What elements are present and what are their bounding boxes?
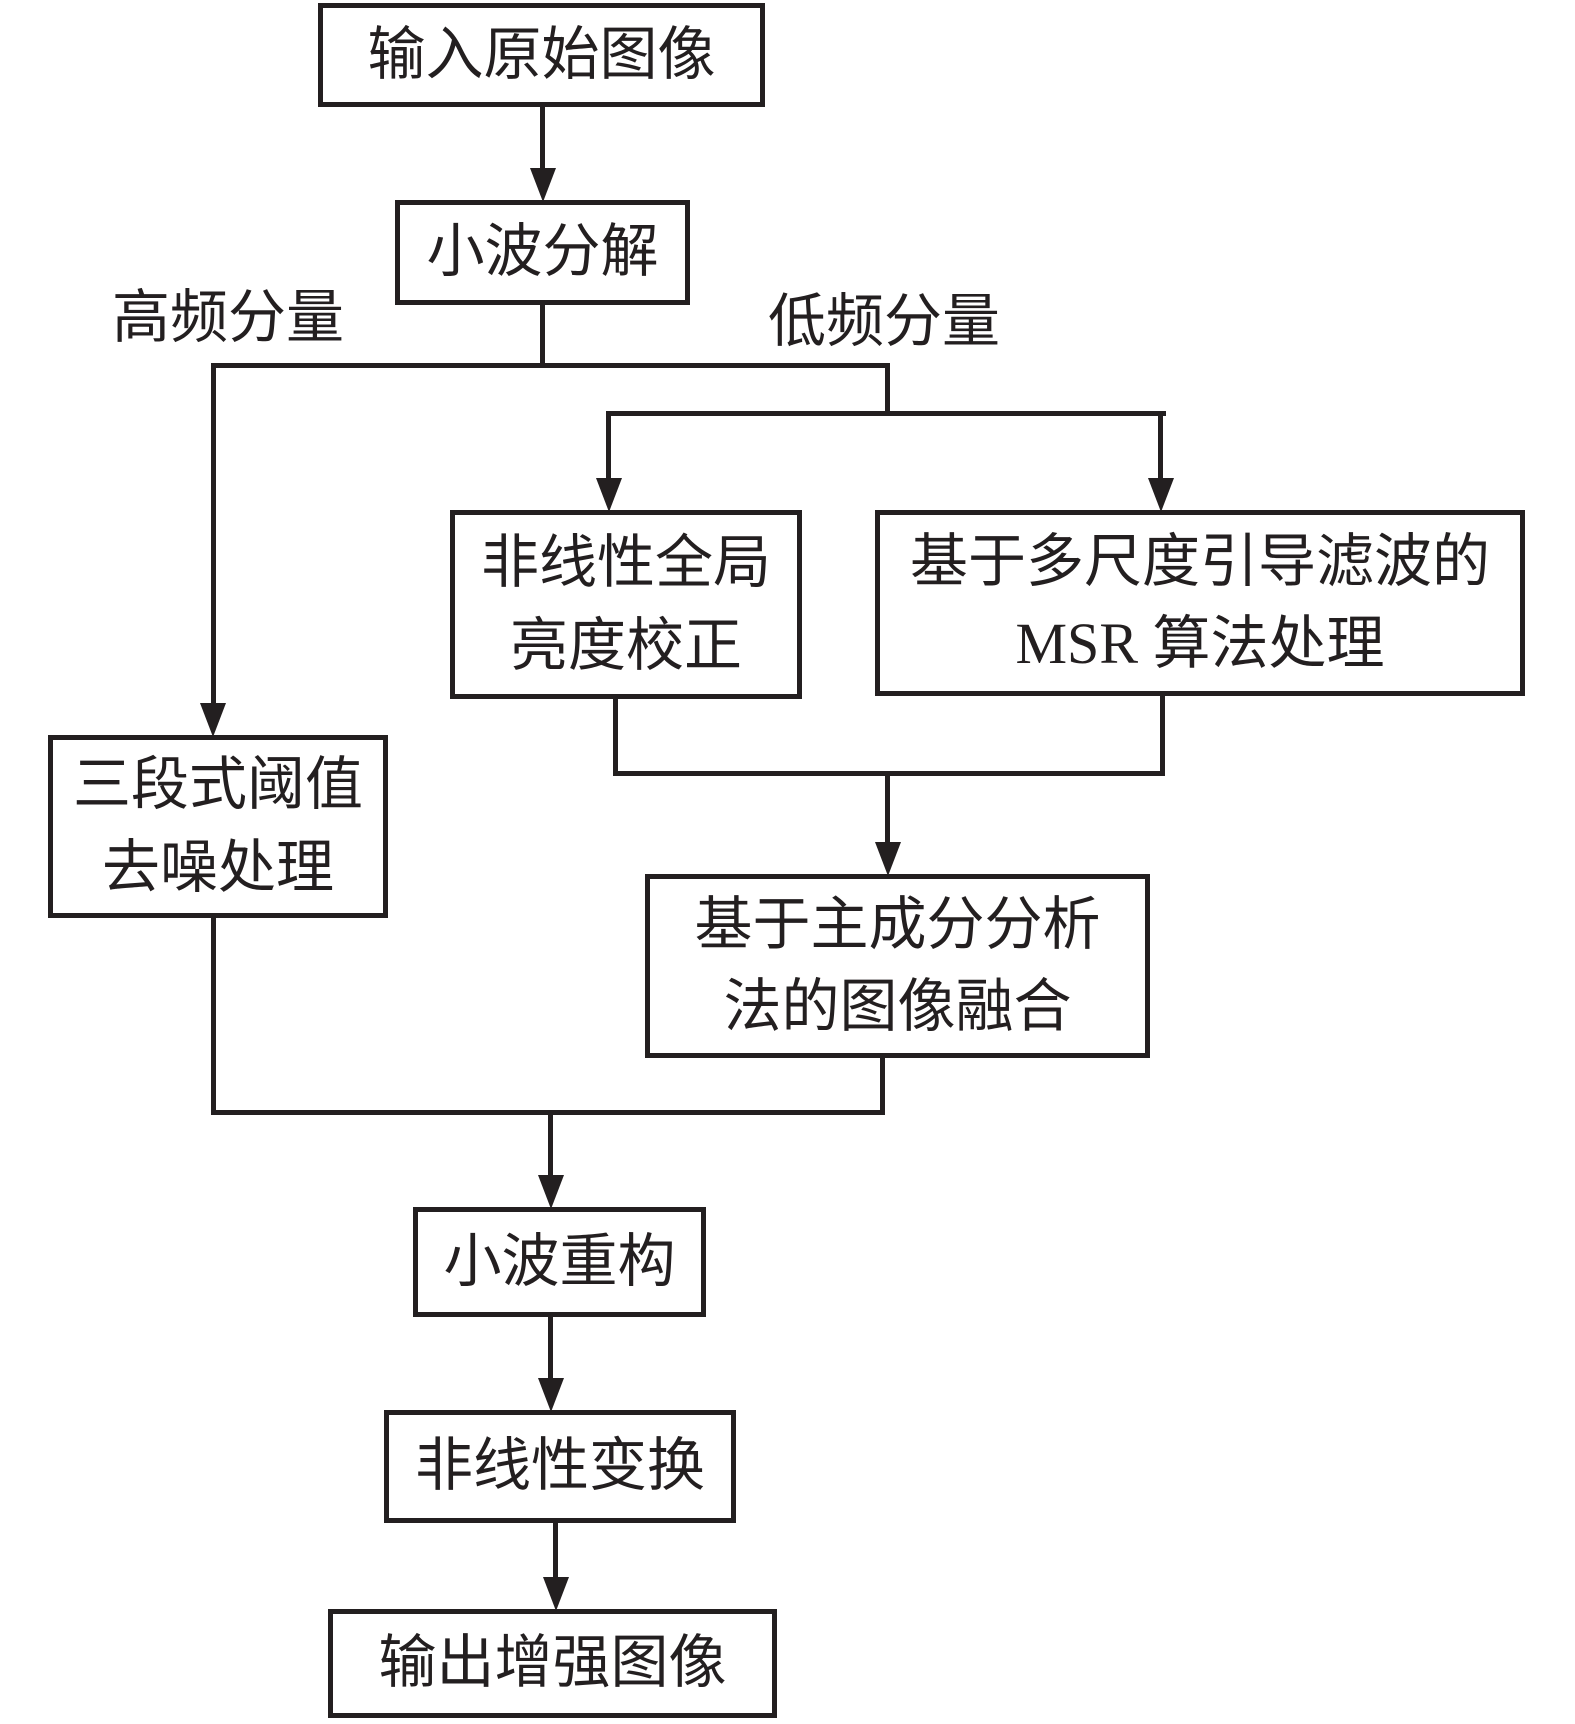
node-input-original-image-label: 输入原始图像: [367, 21, 716, 87]
connector-to-pca-line: [885, 771, 890, 844]
connector-pca-stem: [880, 1058, 885, 1115]
node-three-stage-threshold-denoise-line2: 去噪处理: [101, 834, 334, 900]
node-nonlinear-transform: 非线性变换: [384, 1410, 736, 1523]
connector-transform-to-output-line: [553, 1523, 558, 1579]
node-output-enhanced-image: 输出增强图像: [328, 1609, 777, 1718]
node-msr-multiscale-guided-filter: 基于多尺度引导滤波的 MSR 算法处理: [875, 510, 1525, 696]
arrow-into-msr: [1148, 478, 1174, 512]
arrow-into-wavelet-decomposition: [530, 168, 556, 202]
node-nonlinear-global-brightness-correction: 非线性全局 亮度校正: [450, 510, 802, 699]
node-pca-image-fusion-line1: 基于主成分分析: [694, 891, 1101, 957]
connector-lowfreq-vertical: [885, 363, 890, 416]
arrow-into-pca-fusion: [875, 842, 901, 876]
node-msr-multiscale-guided-filter-line1: 基于多尺度引导滤波的: [909, 528, 1490, 594]
connector-input-to-decompose-line: [540, 107, 545, 172]
connector-split1-horizontal: [211, 363, 890, 368]
connector-decompose-stem: [540, 305, 545, 367]
node-pca-image-fusion: 基于主成分分析 法的图像融合: [645, 874, 1150, 1058]
connector-highfreq-vertical: [211, 363, 216, 705]
node-pca-image-fusion-line2: 法的图像融合: [723, 974, 1072, 1039]
connector-split2-horizontal: [606, 411, 1166, 416]
node-nonlinear-global-brightness-correction-line1: 非线性全局: [480, 530, 771, 596]
node-output-enhanced-image-label: 输出增强图像: [378, 1630, 727, 1696]
node-nonlinear-global-brightness-correction-line2: 亮度校正: [509, 612, 742, 678]
connector-brightness-stem: [613, 699, 618, 776]
node-wavelet-reconstruction-label: 小波重构: [443, 1228, 676, 1294]
arrow-into-threshold-denoise: [200, 703, 226, 737]
node-wavelet-reconstruction: 小波重构: [413, 1207, 706, 1317]
connector-to-brightness-line: [606, 411, 611, 481]
arrow-into-nonlinear-transform: [538, 1378, 564, 1412]
arrow-into-wavelet-reconstruction: [538, 1175, 564, 1209]
node-msr-multiscale-guided-filter-line2: MSR 算法处理: [1015, 611, 1385, 676]
connector-to-reconstruction-line: [548, 1110, 553, 1177]
node-nonlinear-transform-label: 非线性变换: [414, 1433, 705, 1499]
node-wavelet-decomposition-label: 小波分解: [426, 219, 659, 285]
node-wavelet-decomposition: 小波分解: [395, 200, 690, 305]
node-input-original-image: 输入原始图像: [318, 3, 765, 107]
arrow-into-brightness-correction: [596, 478, 622, 512]
connector-msr-stem: [1160, 696, 1165, 776]
node-three-stage-threshold-denoise-line1: 三段式阈值: [72, 752, 363, 818]
connector-to-msr-line: [1158, 411, 1163, 481]
label-low-frequency-component: 低频分量: [768, 289, 1001, 354]
node-three-stage-threshold-denoise: 三段式阈值 去噪处理: [48, 735, 388, 918]
connector-denoise-stem: [211, 918, 216, 1115]
arrow-into-output: [543, 1577, 569, 1611]
connector-reconstruction-to-transform-line: [548, 1317, 553, 1380]
label-high-frequency-component: 高频分量: [112, 285, 345, 350]
